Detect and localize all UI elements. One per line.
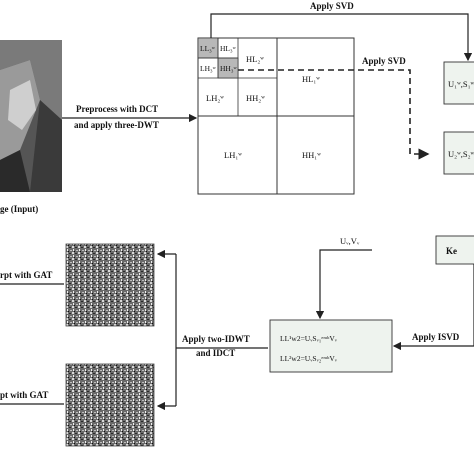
svd-bottom-box: [443, 131, 474, 175]
cell-hl3: HL₃ʷ: [220, 44, 237, 53]
svd-top-arrow: [210, 13, 473, 62]
cell-lh3: LH₃ʷ: [200, 64, 217, 73]
input-image: [0, 40, 62, 192]
svd-bottom-text: U₂ʷ,S₂ʷ: [448, 149, 474, 159]
uw-vw-label: Uᵥ,Vᵥ: [340, 236, 360, 246]
encrypted-image-top: [65, 243, 155, 327]
encrypted-image-bottom: [65, 363, 155, 447]
key-box: [435, 235, 474, 265]
cell-hh3: HH₃ʷ: [220, 64, 237, 73]
svd-mid-label: Apply SVD: [362, 56, 406, 66]
cell-lh2: LH₂ʷ: [206, 93, 224, 103]
encrypt-top-label: rpt with GAT: [0, 270, 52, 280]
cell-hl1: HL₁ʷ: [302, 74, 320, 84]
isvd-arrow: [392, 264, 474, 351]
cell-ll3: LL₃ʷ: [200, 44, 216, 53]
preprocess-label-2: and apply three-DWT: [74, 120, 159, 130]
encrypt-bottom-label: pt with GAT: [0, 390, 48, 400]
dwt-grid: [197, 37, 355, 195]
formula-box: [269, 319, 393, 373]
cell-hl2: HL₂ʷ: [246, 54, 264, 64]
svd-top-text: U₁ʷ,S₁ʷ: [448, 79, 474, 89]
svd-top-box: [443, 61, 474, 105]
svd-mid-arrow: [238, 69, 430, 160]
cell-hh2: HH₂ʷ: [246, 93, 265, 103]
preprocess-label-1: Preprocess with DCT: [76, 104, 158, 114]
key-label: Ke: [446, 246, 457, 256]
uw-vw-arrow: [315, 249, 372, 320]
formula-line-2: LL²w2=UᵥSᵥ₂ᵉᵐᵇVᵥ: [280, 354, 338, 363]
isvd-label: Apply ISVD: [412, 332, 460, 342]
svd-top-label: Apply SVD: [310, 1, 354, 11]
formula-line-1: LL¹w2=UᵥSᵥ₁ᵉᵐᵇVᵥ: [280, 334, 338, 343]
idwt-label-2: and IDCT: [196, 348, 235, 358]
cell-lh1: LH₁ʷ: [224, 150, 242, 160]
cell-hh1: HH₁ʷ: [302, 150, 321, 160]
input-caption: ge (Input): [0, 204, 38, 214]
idwt-label-1: Apply two-IDWT: [182, 334, 250, 344]
